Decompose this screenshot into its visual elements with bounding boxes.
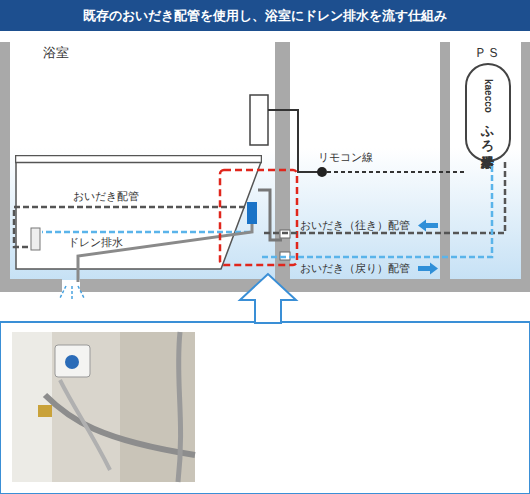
pipe-connector (262, 162, 492, 257)
floor (80, 279, 530, 292)
room-name: 浴室 (43, 44, 69, 62)
wall (275, 42, 290, 292)
tub-outline (15, 155, 262, 270)
flow-arrow (418, 263, 438, 275)
room-area: ＰＳ kaecco ふろ給湯器 (450, 40, 522, 278)
part-label: おいだき配管 (73, 189, 139, 204)
device-name: ふろ給湯器 (482, 116, 495, 146)
water-heater: kaecco ふろ給湯器 (465, 63, 511, 162)
photo-pipe (45, 395, 195, 455)
wall (521, 42, 530, 292)
brand-name: kaecco (483, 79, 493, 113)
photo-valve (65, 355, 79, 369)
callout-arrow (240, 274, 296, 323)
bath-adapter (31, 228, 40, 250)
photo-pipe (60, 380, 110, 470)
wire-label: リモコン線 (318, 150, 373, 165)
photo (12, 332, 195, 482)
remote-wire (327, 171, 465, 173)
photo-wall (12, 332, 52, 482)
photo-pipe (178, 332, 181, 482)
drain-pipe (78, 218, 252, 282)
floor (0, 279, 62, 292)
remote-wire (268, 110, 318, 172)
pipe-label: おいだき（戻り）配管 (300, 261, 410, 276)
wall-joint (280, 230, 290, 238)
connector-layer (262, 162, 505, 275)
tub-body (16, 162, 261, 269)
reheat-pipe (14, 207, 245, 247)
photo-tub (120, 332, 195, 482)
remote-control (250, 95, 268, 145)
reheat-pipe (42, 231, 250, 234)
bathtub: おいだき配管ドレン排水 (15, 155, 262, 270)
part-label: ドレン排水 (68, 235, 123, 250)
wall (0, 42, 10, 292)
photo-fitting (55, 345, 90, 377)
drain-drip (60, 286, 84, 299)
wall (440, 42, 450, 292)
tub-rim (16, 156, 262, 163)
diagram-title: 既存のおいだき配管を使用し、浴室にドレン排水を流す仕組み (83, 7, 447, 25)
pipe-connector (262, 162, 505, 233)
photo-joint (38, 405, 52, 417)
pipe-riser (258, 190, 282, 240)
pipe-label: おいだき（往き）配管 (300, 218, 410, 233)
flow-arrow (418, 220, 438, 232)
room-air (0, 40, 530, 280)
title-bar: 既存のおいだき配管を使用し、浴室にドレン排水を流す仕組み (0, 0, 530, 31)
focus-frame (220, 170, 297, 265)
photo-frame (0, 322, 530, 494)
drain-fitting (247, 202, 257, 224)
room-area: 浴室おいだき配管ドレン排水 (10, 40, 275, 278)
room-name: ＰＳ (474, 44, 500, 62)
wire-junction (317, 167, 327, 177)
wall-joint (280, 252, 290, 260)
